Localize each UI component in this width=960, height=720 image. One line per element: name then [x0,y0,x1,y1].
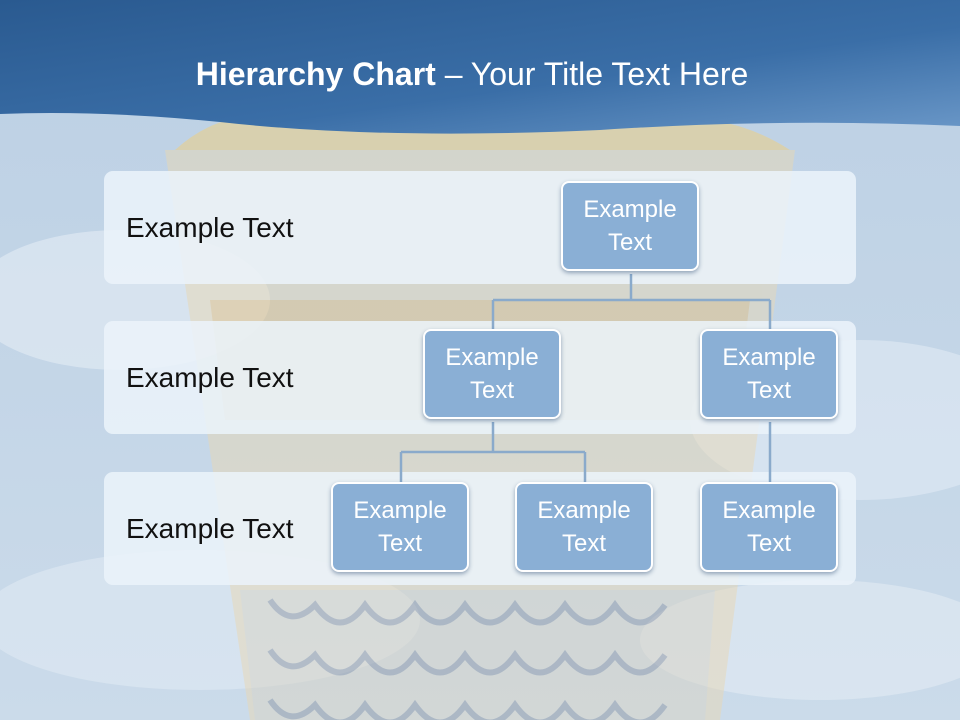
org-node-root[interactable]: Example Text [561,181,699,271]
org-node-level3-3[interactable]: Example Text [700,482,838,572]
header-wave [0,0,960,134]
slide-title: Hierarchy Chart – Your Title Text Here [0,56,944,93]
org-node-level2-left[interactable]: Example Text [423,329,561,419]
level-label-2: Example Text [126,361,294,393]
level-label-1: Example Text [126,211,294,243]
org-node-level3-2[interactable]: Example Text [515,482,653,572]
org-node-level3-1[interactable]: Example Text [331,482,469,572]
level-label-3: Example Text [126,512,294,544]
slide-title-rest: – Your Title Text Here [435,56,749,92]
level-band-1: Example Text [104,171,856,284]
org-node-level2-right[interactable]: Example Text [700,329,838,419]
slide-title-bold: Hierarchy Chart [195,56,436,92]
